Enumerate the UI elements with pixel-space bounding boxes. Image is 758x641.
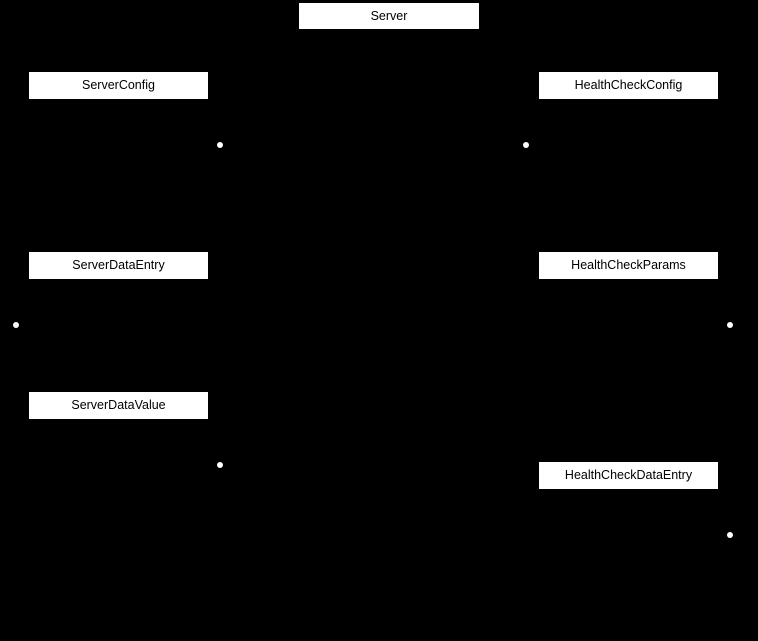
node-health-check-config-label: HealthCheckConfig xyxy=(574,78,683,93)
node-server-data-entry-label: ServerDataEntry xyxy=(72,258,165,273)
edge-endpoint-dot xyxy=(217,142,223,148)
node-server-label: Server xyxy=(370,8,408,23)
edge-endpoint-dot xyxy=(13,322,19,328)
node-server-data-value-label: ServerDataValue xyxy=(71,398,166,413)
node-server-config: ServerConfig xyxy=(29,72,208,99)
edge-endpoint-dot xyxy=(727,322,733,328)
node-health-check-params-label: HealthCheckParams xyxy=(571,258,686,273)
node-server: Server xyxy=(299,3,479,29)
node-health-check-data-entry-label: HealthCheckDataEntry xyxy=(564,468,693,483)
node-server-data-value: ServerDataValue xyxy=(29,392,208,419)
node-server-config-label: ServerConfig xyxy=(82,78,155,93)
node-health-check-config: HealthCheckConfig xyxy=(539,72,718,99)
node-health-check-params: HealthCheckParams xyxy=(539,252,718,279)
node-health-check-data-entry: HealthCheckDataEntry xyxy=(539,462,718,489)
node-server-data-entry: ServerDataEntry xyxy=(29,252,208,279)
edge-endpoint-dot xyxy=(523,142,529,148)
edge-endpoint-dot xyxy=(727,532,733,538)
edge-endpoint-dot xyxy=(217,462,223,468)
